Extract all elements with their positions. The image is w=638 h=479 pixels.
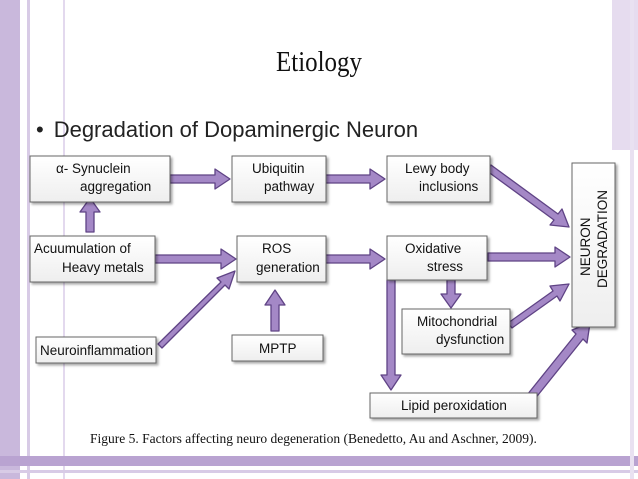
node-lewy-line-2: inclusions [419, 179, 479, 194]
node-mito: Mitochondrial dysfunction [401, 308, 511, 355]
node-lipid-line-1: Lipid peroxidation [401, 398, 507, 413]
node-mptp: MPTP [231, 334, 324, 362]
arrow-ros-to-oxidative [324, 248, 386, 270]
arrow-oxidative-to-neuron [487, 246, 571, 268]
node-lewy: Lewy body inclusions [386, 155, 491, 203]
node-synuclein-line-2: aggregation [80, 179, 151, 194]
arrow-metals-to-ros [154, 248, 237, 270]
node-neuron-box [571, 162, 616, 328]
node-neuron-line-2: DEGRADATION [595, 190, 610, 288]
node-synuclein: α- Synuclein aggregation [29, 155, 171, 203]
node-oxidative-line-2: stress [427, 259, 463, 274]
node-neuroinflammation-line-1: Neuroinflammation [40, 343, 153, 358]
arrow-metals-to-synuclein [79, 197, 101, 233]
node-ros-box [236, 235, 327, 283]
node-ubiquitin-box [231, 155, 327, 203]
figure-caption: Figure 5. Factors affecting neuro degene… [90, 431, 537, 446]
node-ubiquitin-line-1: Ubiquitin [252, 161, 305, 176]
slide-title: Etiology [276, 46, 362, 78]
arrow-oxidative-to-lipid [380, 279, 402, 391]
arrow-lewy-to-neuron [486, 164, 570, 228]
left-accent-band [0, 0, 20, 479]
node-metals-line-2: Heavy metals [62, 260, 144, 275]
bullet-symbol: • [36, 117, 44, 142]
node-neuroinflammation-box [35, 336, 157, 364]
node-neuron: NEURON DEGRADATION [571, 162, 616, 328]
bottom-accent-band [0, 456, 638, 466]
node-ubiquitin-line-2: pathway [264, 179, 315, 194]
node-lipid-box [369, 392, 538, 419]
arrow-lipid-to-neuron [526, 322, 591, 401]
node-ros-line-1: ROS [262, 241, 291, 256]
arrow-neuroinflammation-to-ros [157, 270, 236, 349]
node-ubiquitin: Ubiquitin pathway [231, 155, 327, 203]
bullet-item: • Degradation of Dopaminergic Neuron [36, 117, 418, 143]
node-lipid: Lipid peroxidation [369, 392, 538, 419]
arrow-oxidative-to-mito [440, 279, 462, 309]
left-accent-line [27, 0, 30, 479]
node-oxidative-box [386, 235, 488, 281]
node-synuclein-box [29, 155, 171, 203]
node-ros-line-2: generation [256, 260, 320, 275]
node-lewy-line-1: Lewy body [405, 161, 470, 176]
node-metals: Acuumulation of Heavy metals [29, 235, 156, 283]
arrow-ubiquitin-to-lewy [324, 168, 386, 190]
arrow-mptp-to-ros [264, 289, 286, 332]
node-lewy-box [386, 155, 491, 203]
node-mptp-line-1: MPTP [259, 341, 297, 356]
node-metals-line-1: Acuumulation of [34, 241, 131, 256]
arrow-mito-to-neuron [507, 283, 570, 329]
node-oxidative: Oxidative stress [386, 235, 488, 281]
arrow-group [79, 164, 591, 401]
bullet-text: Degradation of Dopaminergic Neuron [53, 117, 419, 142]
node-ros: ROS generation [236, 235, 327, 283]
bottom-accent-line [0, 470, 638, 473]
node-mito-line-2: dysfunction [436, 332, 504, 347]
node-mptp-box [231, 334, 324, 362]
node-neuron-line-1: NEURON [578, 217, 593, 276]
arrow-synuclein-to-ubiquitin [169, 168, 231, 190]
node-mito-box [401, 308, 511, 355]
node-neuroinflammation: Neuroinflammation [35, 336, 157, 364]
node-metals-box [29, 235, 156, 283]
right-accent-line [630, 0, 634, 479]
node-oxidative-line-1: Oxidative [405, 241, 461, 256]
node-mito-line-1: Mitochondrial [417, 314, 497, 329]
node-synuclein-line-1: α- Synuclein [56, 161, 131, 176]
